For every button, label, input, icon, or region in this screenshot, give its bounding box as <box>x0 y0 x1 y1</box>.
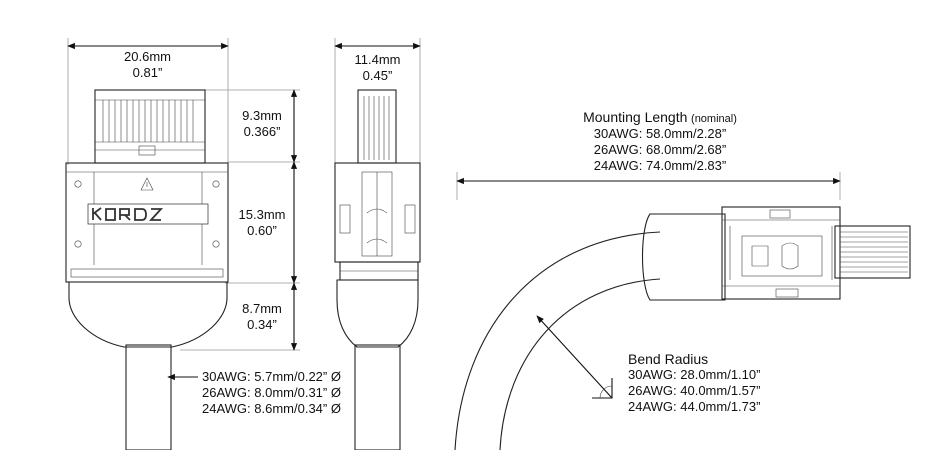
front-view-drawing <box>65 38 300 450</box>
height3-label: 8.7mm 0.34” <box>237 301 287 333</box>
mounting-length-note: (nominal) <box>691 113 737 125</box>
bend-radius-block: Bend Radius 30AWG: 28.0mm/1.10” 26AWG: 4… <box>628 351 760 415</box>
side-width-in: 0.45” <box>362 68 393 83</box>
height2-label: 15.3mm 0.60” <box>232 207 292 239</box>
height2-in: 0.60” <box>247 223 277 238</box>
front-width-in: 0.81” <box>132 65 163 80</box>
mounting-length-title: Mounting Length <box>583 109 688 125</box>
height1-mm: 9.3mm <box>242 108 282 123</box>
cable-diameter-26awg: 26AWG: 8.0mm/0.31” Ø <box>202 385 341 400</box>
bend-radius-30awg: 30AWG: 28.0mm/1.10” <box>628 367 761 382</box>
front-width-mm: 20.6mm <box>124 49 171 64</box>
kordz-logo <box>87 203 209 225</box>
cable-diameter-24awg: 24AWG: 8.6mm/0.34” Ø <box>202 401 341 416</box>
side-width-label: 11.4mm 0.45” <box>345 52 410 84</box>
bend-radius-26awg: 26AWG: 40.0mm/1.57” <box>628 383 761 398</box>
mounting-length-26awg: 26AWG: 68.0mm/2.68” <box>593 142 727 157</box>
front-width-label: 20.6mm 0.81” <box>100 49 195 81</box>
bend-radius-24awg: 24AWG: 44.0mm/1.73” <box>628 399 761 414</box>
height1-label: 9.3mm 0.366” <box>237 108 287 140</box>
bent-cable-drawing <box>454 172 911 450</box>
height3-mm: 8.7mm <box>242 301 282 316</box>
side-view-drawing <box>334 38 421 450</box>
mounting-length-30awg: 30AWG: 58.0mm/2.28” <box>593 126 727 141</box>
mounting-length-24awg: 24AWG: 74.0mm/2.83” <box>593 158 727 173</box>
height3-in: 0.34” <box>247 317 277 332</box>
side-width-mm: 11.4mm <box>354 52 401 67</box>
height2-mm: 15.3mm <box>238 207 286 222</box>
cable-diameter-list: 30AWG: 5.7mm/0.22” Ø 26AWG: 8.0mm/0.31” … <box>202 369 341 417</box>
cable-diameter-30awg: 30AWG: 5.7mm/0.22” Ø <box>202 369 341 384</box>
height1-in: 0.366” <box>243 124 281 139</box>
bend-radius-title: Bend Radius <box>628 351 709 367</box>
mounting-length-block: Mounting Length (nominal) 30AWG: 58.0mm/… <box>560 109 760 174</box>
